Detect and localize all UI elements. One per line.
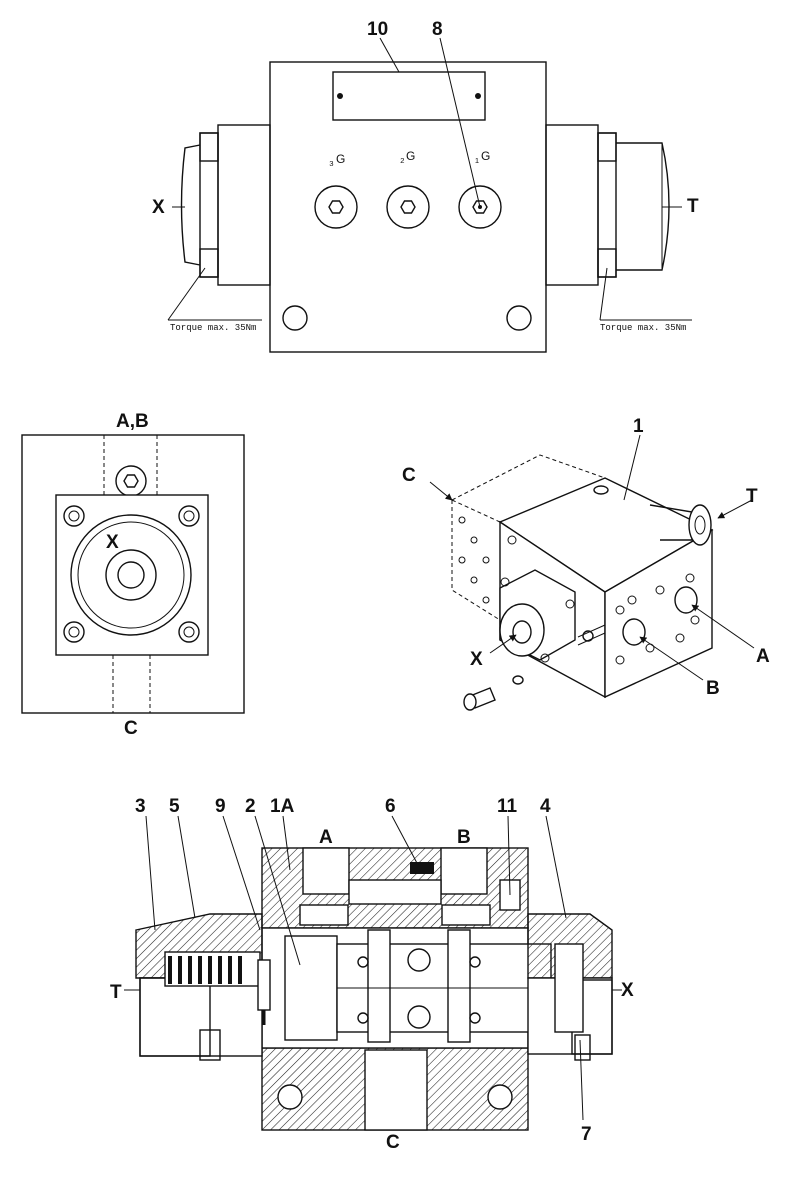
gauge-sub-3: ₃ — [329, 154, 334, 168]
gauge-label-2: G — [406, 149, 415, 163]
top-view: 10 8 X T ₃ G ₂ G ₁ G Torque max. 35Nm To… — [152, 19, 699, 353]
section-callout-2: 2 — [245, 796, 256, 817]
gauge-label-3: G — [336, 152, 345, 166]
gauge-port-1 — [458, 185, 502, 229]
section-callout-9: 9 — [215, 796, 226, 817]
gauge-label-1: G — [481, 149, 490, 163]
section-port-c: C — [386, 1132, 400, 1153]
section-callout-7: 7 — [581, 1124, 592, 1145]
left-end-cap — [180, 124, 271, 286]
section-callout-1a: 1A — [270, 796, 295, 817]
iso-t-label: T — [746, 486, 758, 507]
gauge-port-2 — [386, 185, 430, 229]
section-port-x: X — [621, 980, 634, 1001]
section-port-b: B — [457, 827, 471, 848]
mounting-hole-right — [506, 305, 532, 331]
gauge-sub-2: ₂ — [400, 151, 405, 165]
side-c-label: C — [124, 718, 138, 739]
port-t-label: T — [687, 196, 699, 217]
port-x-label: X — [152, 197, 165, 218]
section-callout-11: 11 — [497, 796, 518, 817]
gauge-port-3 — [314, 185, 358, 229]
section-callout-6: 6 — [385, 796, 396, 817]
callout-8: 8 — [432, 19, 443, 40]
gauge-sub-1: ₁ — [475, 151, 479, 165]
right-end-cap — [545, 124, 670, 286]
iso-b-label: B — [706, 678, 720, 699]
callout-10: 10 — [367, 19, 388, 40]
side-view: A,B X C — [21, 411, 245, 739]
side-x-label: X — [106, 532, 119, 553]
nameplate — [332, 71, 486, 121]
isometric-view: 1 C T X A B — [402, 416, 770, 711]
nameplate-rivet-left — [337, 93, 343, 99]
section-callout-5: 5 — [169, 796, 180, 817]
section-callout-3: 3 — [135, 796, 146, 817]
iso-a-label: A — [756, 646, 770, 667]
iso-c-label: C — [402, 465, 416, 486]
section-view: 3 5 9 2 1A 6 11 4 A B T X C 7 — [110, 796, 634, 1153]
section-callout-4: 4 — [540, 796, 551, 817]
section-port-a: A — [319, 827, 333, 848]
torque-note-right: Torque max. 35Nm — [600, 323, 686, 333]
valve-body-top — [269, 61, 547, 353]
torque-note-left: Torque max. 35Nm — [170, 323, 256, 333]
section-port-t: T — [110, 982, 122, 1003]
mounting-hole-left — [282, 305, 308, 331]
side-ab-label: A,B — [116, 411, 149, 432]
nameplate-rivet-right — [475, 93, 481, 99]
iso-callout-1: 1 — [633, 416, 644, 437]
iso-x-label: X — [470, 649, 483, 670]
